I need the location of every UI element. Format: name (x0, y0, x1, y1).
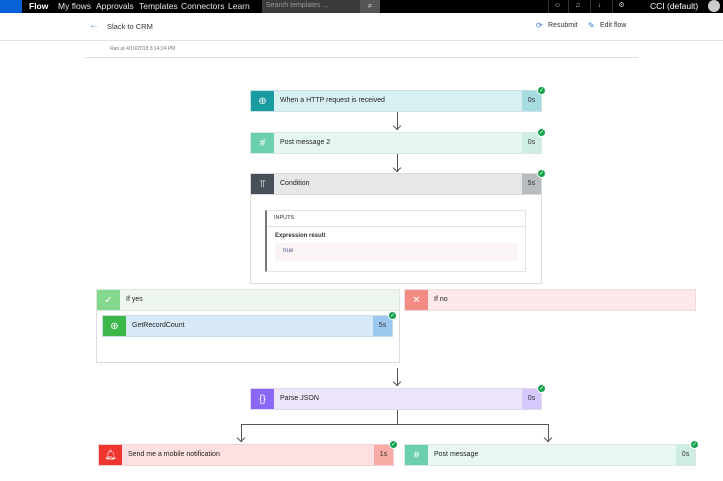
branch-line (241, 424, 549, 425)
brand[interactable]: Flow (29, 1, 49, 11)
back-arrow-icon[interactable]: ← (89, 20, 99, 31)
expression-label: Expression result (275, 233, 326, 239)
step-get-record-count[interactable]: ⊕ GetRecordCount 5s (102, 315, 393, 337)
nav-approvals[interactable]: Approvals (96, 1, 134, 11)
nav-my-flows[interactable]: My flows (58, 1, 92, 11)
download-icon[interactable]: ↓ (590, 0, 608, 13)
arrow-down-icon (392, 377, 402, 387)
resubmit-icon[interactable]: ⟳ (536, 21, 543, 30)
arrow-down-icon (392, 163, 402, 173)
app-launcher-button[interactable] (0, 0, 22, 13)
arrow-down-icon (392, 121, 402, 131)
avatar[interactable] (708, 0, 720, 12)
bell-icon: 🔔︎ (99, 445, 122, 465)
step-label: Send me a mobile notification (128, 451, 220, 458)
step-duration: 1s (374, 445, 393, 465)
slack-icon: # (405, 445, 428, 465)
divider (0, 40, 723, 41)
connector-line (397, 368, 398, 386)
close-icon: ✕ (405, 290, 428, 310)
step-post-message[interactable]: # Post message 0s (404, 444, 696, 466)
if-no-header[interactable]: ✕ If no (404, 289, 696, 311)
inputs-heading: INPUTS (267, 211, 525, 227)
connector-line (397, 154, 398, 172)
globe-icon: ⊕ (251, 91, 274, 111)
account-name[interactable]: CCI (default) (650, 1, 699, 11)
nav-templates[interactable]: Templates (139, 1, 178, 11)
step-label: When a HTTP request is received (280, 97, 385, 104)
slack-icon: # (251, 133, 274, 153)
gear-icon[interactable]: ⚙ (612, 0, 630, 13)
inputs-panel: INPUTS Expression result true (265, 210, 526, 272)
page-title: Slack to CRM (107, 22, 153, 31)
step-post-message-2[interactable]: # Post message 2 0s (250, 132, 542, 154)
step-label: Condition (280, 180, 310, 187)
search-input[interactable]: Search templates ... (262, 0, 360, 13)
step-label: Post message (434, 451, 479, 458)
step-duration: 0s (522, 389, 541, 409)
expression-value: true (275, 243, 518, 261)
json-icon: {} (251, 389, 274, 409)
step-http-request[interactable]: ⊕ When a HTTP request is received 0s (250, 90, 542, 112)
arrow-down-icon (543, 433, 553, 443)
divider (85, 57, 638, 58)
condition-icon: ⫪ (251, 174, 274, 194)
step-duration: 0s (676, 445, 695, 465)
success-check-icon: ✓ (537, 86, 546, 95)
success-check-icon: ✓ (537, 384, 546, 393)
connector-line (397, 112, 398, 130)
step-label: Parse JSON (280, 395, 319, 402)
connector-line (397, 410, 398, 425)
checkmark-icon: ✓ (97, 290, 120, 310)
if-yes-header[interactable]: ✓ If yes (96, 289, 400, 311)
globe-icon: ⊕ (103, 316, 126, 336)
edit-flow-button[interactable]: Edit flow (600, 22, 627, 29)
success-check-icon: ✓ (537, 169, 546, 178)
edit-icon[interactable]: ✎ (588, 21, 595, 30)
nav-learn[interactable]: Learn (228, 1, 250, 11)
connector-line (548, 424, 549, 442)
step-label: GetRecordCount (132, 322, 185, 329)
nav-connectors[interactable]: Connectors (181, 1, 225, 11)
arrow-down-icon (236, 433, 246, 443)
step-label: Post message 2 (280, 139, 331, 146)
step-duration: 0s (522, 133, 541, 153)
step-label: If no (434, 296, 448, 303)
step-duration: 5s (522, 174, 541, 194)
step-duration: 5s (373, 316, 392, 336)
step-duration: 0s (522, 91, 541, 111)
resubmit-button[interactable]: Resubmit (548, 22, 578, 29)
connector-line (241, 424, 242, 442)
step-parse-json[interactable]: {} Parse JSON 0s (250, 388, 542, 410)
success-check-icon: ✓ (389, 440, 398, 449)
settings-icon[interactable]: ☺ (548, 0, 566, 13)
success-check-icon: ✓ (690, 440, 699, 449)
bell-icon[interactable]: ♫ (568, 0, 586, 13)
run-time: Ran at 4/10/2018 3:14:24 PM (110, 46, 176, 52)
top-bar: Flow My flows Approvals Templates Connec… (0, 0, 723, 13)
success-check-icon: ✓ (537, 128, 546, 137)
search-icon[interactable]: ⌕ (360, 0, 380, 13)
step-mobile-notification[interactable]: 🔔︎ Send me a mobile notification 1s (98, 444, 394, 466)
step-label: If yes (126, 296, 143, 303)
step-condition[interactable]: ⫪ Condition 5s (250, 173, 542, 195)
success-check-icon: ✓ (388, 311, 397, 320)
